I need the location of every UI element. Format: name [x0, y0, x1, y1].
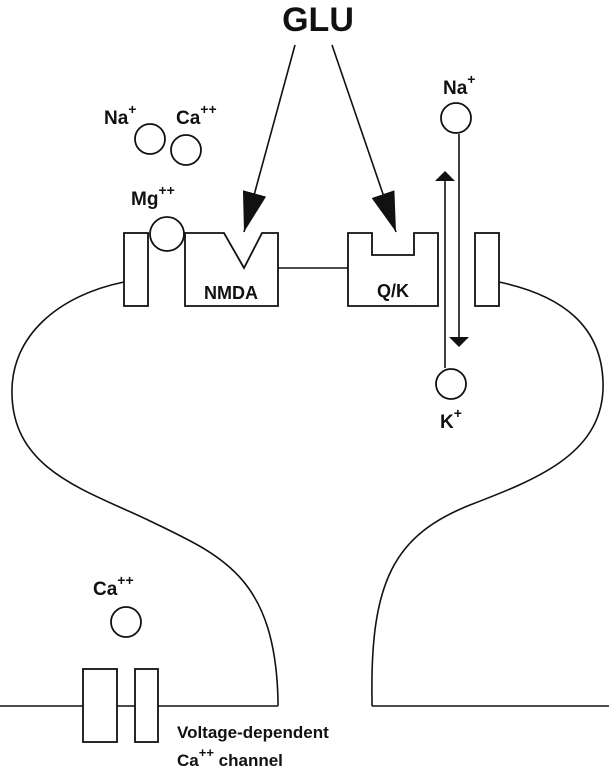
vdcc-block-left: [82, 668, 118, 743]
nmda-receptor: [184, 232, 279, 307]
ca-bottom-ion-circle: [110, 606, 142, 638]
ca-ion-circle: [170, 134, 202, 166]
glu-label: GLU: [282, 1, 354, 39]
vdcc-block-right: [134, 668, 159, 743]
na-right-ion-circle: [440, 102, 472, 134]
mg-ion-circle: [149, 216, 185, 252]
left-channel-pillar: [123, 232, 149, 307]
membrane-right-curve: [371, 281, 604, 701]
right-channel-pillar: [474, 232, 500, 307]
qk-label: Q/K: [377, 281, 409, 301]
qk-receptor: [347, 232, 439, 307]
membrane-left-curve: [11, 281, 279, 701]
nmda-label: NMDA: [204, 283, 258, 303]
channel-label-line2: Ca++ channel: [177, 745, 283, 770]
na-ion-circle: [134, 123, 166, 155]
k-label: K+: [440, 405, 462, 433]
ca-bottom-label: Ca++: [93, 572, 134, 600]
glu-arrow-to-nmda: [242, 44, 296, 233]
mg-label: Mg++: [131, 182, 175, 210]
na-right-label: Na+: [443, 71, 475, 99]
ca-top-label: Ca++: [176, 101, 217, 129]
k-ion-circle: [435, 368, 467, 400]
na-top-label: Na+: [104, 101, 136, 129]
channel-label-line1: Voltage-dependent: [177, 723, 329, 742]
glu-arrow-to-qk: [331, 44, 397, 233]
